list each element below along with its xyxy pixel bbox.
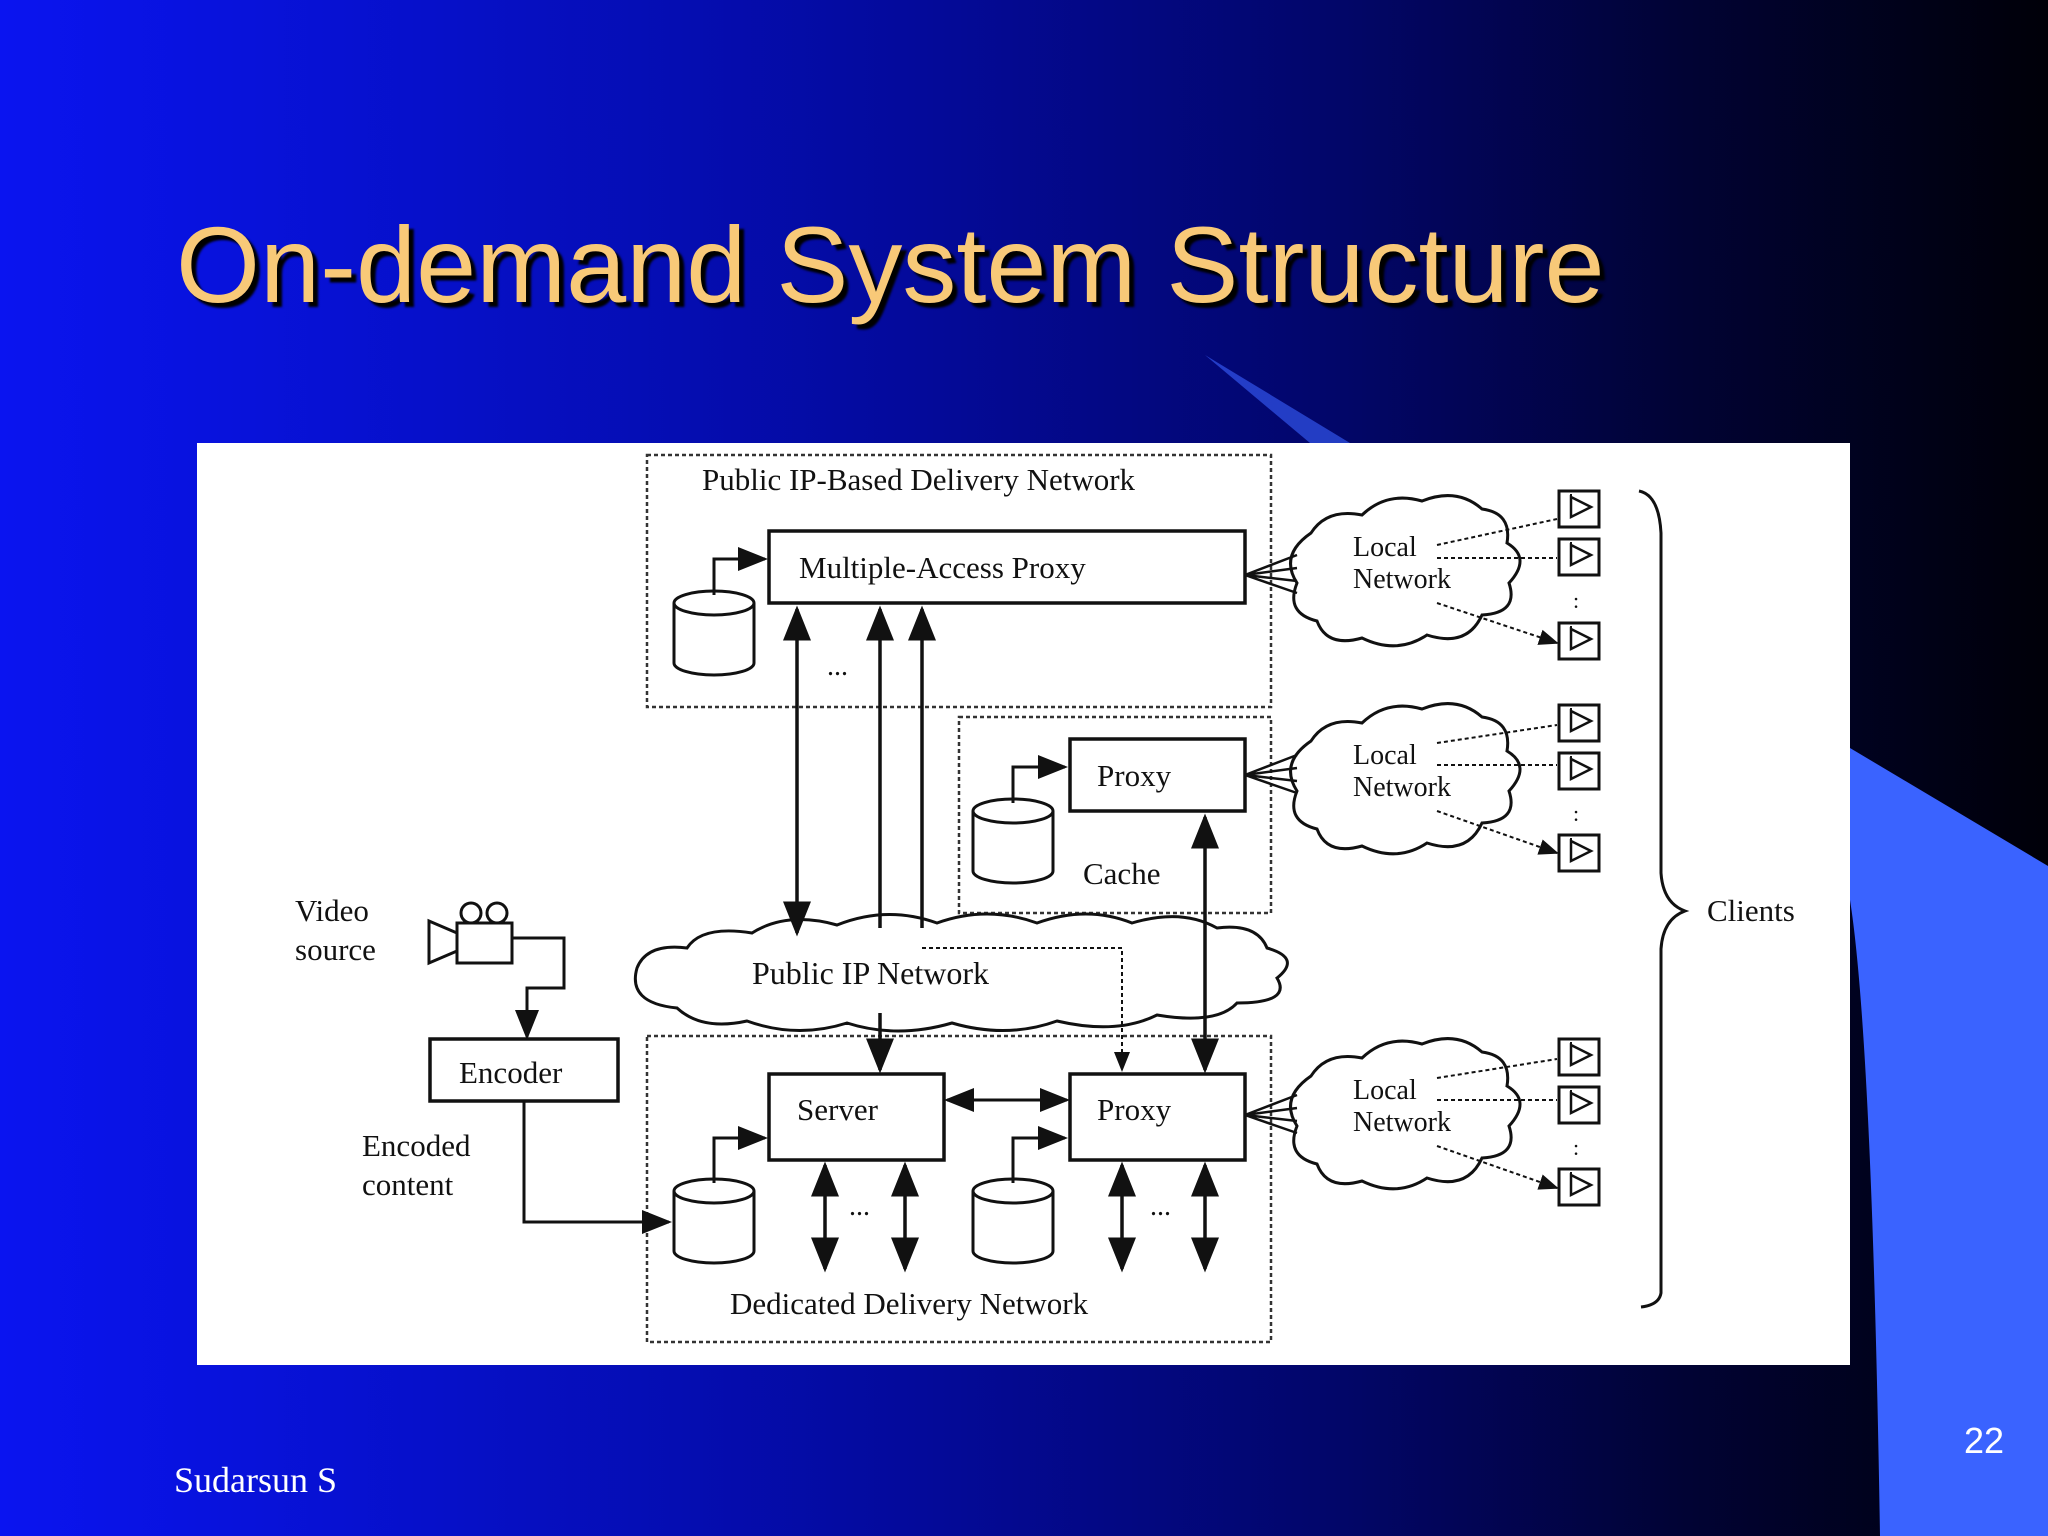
server-box — [767, 1072, 946, 1162]
ellipsis-label: ... — [1150, 1191, 1171, 1222]
local-network-bottom: Local Network : — [1244, 1037, 1601, 1207]
public-delivery-network-label: Public IP-Based Delivery Network — [702, 462, 1136, 497]
client-player-icon — [1557, 489, 1601, 529]
dedicated-proxy-box — [1068, 1072, 1247, 1162]
client-player-icon — [1557, 833, 1601, 873]
clients-label: Clients — [1707, 893, 1795, 928]
local-network-label-line2: Network — [1353, 1107, 1451, 1138]
client-player-icon — [1557, 703, 1601, 743]
video-camera-icon — [427, 901, 514, 966]
database-icon — [971, 1177, 1055, 1265]
dedicated-delivery-network-label: Dedicated Delivery Network — [730, 1286, 1089, 1321]
client-player-icon — [1557, 537, 1601, 577]
local-network-label-line1: Local — [1353, 740, 1417, 771]
video-source-label-line1: Video — [295, 893, 369, 928]
video-source-label-line2: source — [295, 932, 376, 967]
encoder-box — [428, 1037, 620, 1103]
encoder-label: Encoder — [459, 1055, 563, 1090]
public-ip-network-cloud: Public IP Network — [634, 912, 1289, 1033]
client-player-icon — [1557, 751, 1601, 791]
cache-label: Cache — [1083, 856, 1160, 891]
dedicated-proxy-label: Proxy — [1097, 1092, 1172, 1127]
local-network-top: Local Network : — [1244, 489, 1601, 661]
clients-brace: Clients — [1638, 489, 1795, 1309]
diagonal-streak — [1205, 355, 1350, 443]
multiple-access-proxy-box — [767, 529, 1247, 605]
local-network-label-line2: Network — [1353, 564, 1451, 595]
client-player-icon — [1557, 1085, 1601, 1125]
database-icon — [672, 589, 756, 677]
database-icon — [672, 1177, 756, 1265]
server-label: Server — [797, 1092, 879, 1127]
public-delivery-network-group: Public IP-Based Delivery Network Multipl… — [645, 453, 1273, 709]
video-source-group: Video source Encoder Encoded content — [295, 893, 672, 1234]
local-network-label-line1: Local — [1353, 532, 1417, 563]
ellipsis-label: : — [1573, 1135, 1579, 1160]
right-accent-shape — [1850, 748, 2048, 1536]
ellipsis-label: ... — [827, 651, 848, 682]
encoded-content-label-line1: Encoded — [362, 1128, 471, 1163]
cache-proxy-group: Proxy Cache — [957, 715, 1273, 915]
ellipsis-label: : — [1573, 801, 1579, 826]
page-number: 22 — [1963, 1420, 2004, 1461]
ellipsis-label: : — [1573, 588, 1579, 613]
author-footer: Sudarsun S — [174, 1460, 338, 1500]
system-structure-diagram: Public IP-Based Delivery Network Multipl… — [197, 443, 1850, 1365]
client-player-icon — [1557, 1037, 1601, 1077]
multiple-access-proxy-label: Multiple-Access Proxy — [799, 550, 1086, 585]
local-network-label-line2: Network — [1353, 772, 1451, 803]
client-player-icon — [1557, 1167, 1601, 1207]
ellipsis-label: ... — [849, 1191, 870, 1222]
public-ip-network-label: Public IP Network — [752, 955, 989, 991]
database-icon — [971, 797, 1055, 885]
cache-proxy-label: Proxy — [1097, 758, 1172, 793]
slide-title: On-demand System Structure — [176, 204, 1605, 325]
local-network-middle: Local Network : — [1244, 702, 1601, 873]
local-network-label-line1: Local — [1353, 1075, 1417, 1106]
encoded-content-label-line2: content — [362, 1167, 454, 1202]
dedicated-delivery-network-group: Server Proxy ... ... Dedicated Delivery … — [645, 1034, 1273, 1344]
client-player-icon — [1557, 621, 1601, 661]
network-connections — [783, 605, 1219, 1074]
